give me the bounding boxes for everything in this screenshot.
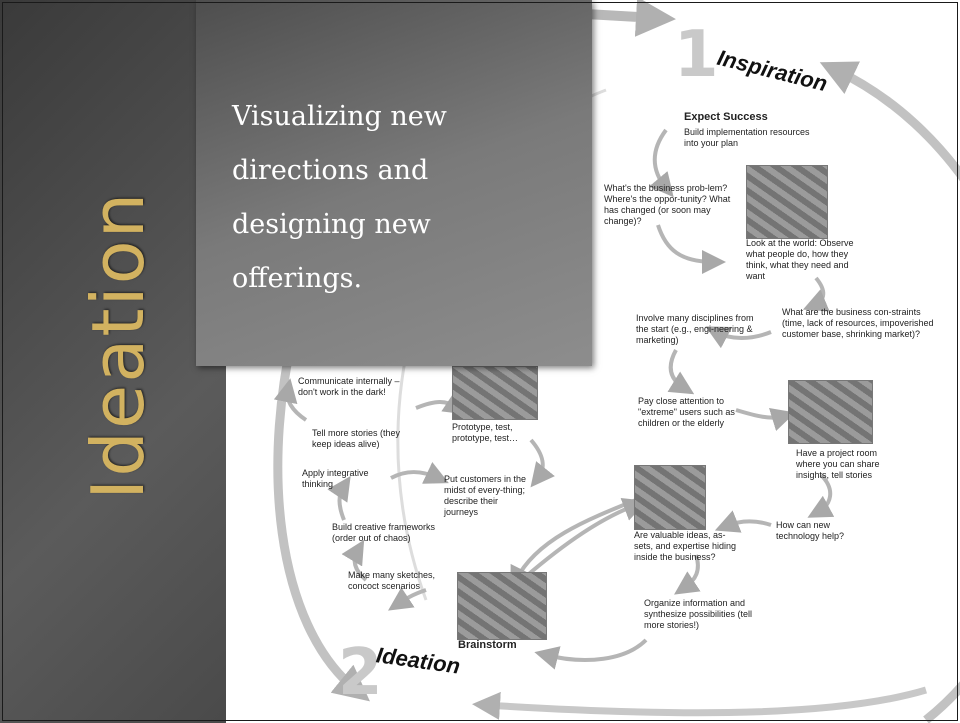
note-expect-success-title: Expect Success bbox=[684, 111, 768, 123]
caption-text: Visualizing new directions and designing… bbox=[232, 90, 552, 306]
caption-line-3: designing new bbox=[232, 209, 431, 240]
note-business-problem: What's the business prob-lem? Where's th… bbox=[604, 183, 731, 226]
note-look-at-world: Look at the world: Observe what people d… bbox=[746, 238, 854, 281]
top-entry-arrow bbox=[585, 0, 676, 37]
bottom-exit-arrow bbox=[472, 686, 928, 720]
note-sketches: Make many sketches, concoct scenarios bbox=[348, 570, 436, 591]
note-integrative: Apply integrative thinking bbox=[302, 468, 369, 489]
note-organize-info: Organize information and synthesize poss… bbox=[644, 598, 753, 630]
outer-cycle-right-arrow bbox=[819, 61, 960, 723]
note-new-technology: How can new technology help? bbox=[776, 520, 845, 541]
note-tell-stories: Tell more stories (they keep ideas alive… bbox=[312, 428, 401, 449]
note-disciplines: Involve many disciplines from the start … bbox=[636, 313, 754, 345]
note-prototype: Prototype, test, prototype, test… bbox=[452, 422, 519, 443]
note-communicate: Communicate internally – don't work in t… bbox=[298, 376, 400, 397]
step-2-number: 2 bbox=[338, 636, 383, 710]
note-project-room: Have a project room where you can share … bbox=[796, 448, 880, 480]
caption-line-1: Visualizing new bbox=[232, 101, 447, 132]
photo-world bbox=[746, 165, 828, 239]
step-1-number: 1 bbox=[674, 18, 719, 92]
photo-project-room bbox=[788, 380, 873, 444]
photo-prototype bbox=[452, 366, 538, 420]
note-extreme-users: Pay close attention to "extreme" users s… bbox=[638, 396, 735, 428]
note-brainstorm: Brainstorm bbox=[458, 639, 517, 651]
photo-valuable-ideas bbox=[634, 465, 706, 530]
photo-brainstorm bbox=[457, 572, 547, 640]
note-constraints: What are the business con-straints (time… bbox=[782, 307, 934, 339]
caption-line-2: directions and bbox=[232, 155, 429, 186]
note-customers: Put customers in the midst of every-thin… bbox=[444, 474, 527, 517]
note-frameworks: Build creative frameworks (order out of … bbox=[332, 522, 436, 543]
caption-line-4: offerings. bbox=[232, 263, 363, 294]
note-valuable-ideas: Are valuable ideas, as-sets, and experti… bbox=[634, 530, 737, 562]
vertical-title: Ideation bbox=[76, 190, 160, 500]
note-expect-success-body: Build implementation resources into your… bbox=[684, 127, 810, 148]
caption-box: Visualizing new directions and designing… bbox=[196, 0, 592, 366]
